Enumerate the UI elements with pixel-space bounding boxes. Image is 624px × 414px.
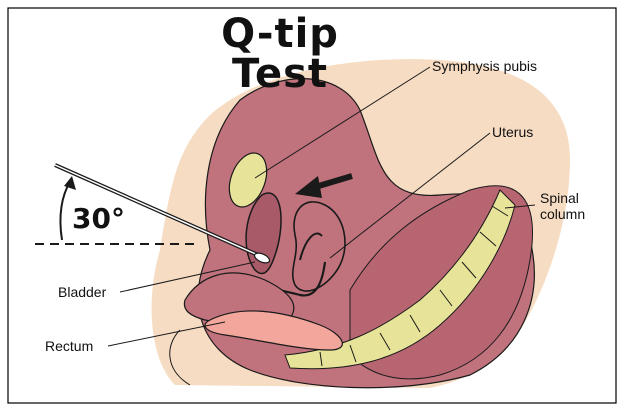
label-symphysis-pubis: Symphysis pubis	[432, 58, 537, 74]
label-bladder: Bladder	[58, 284, 106, 300]
label-spinal-line-1: Spinal	[540, 190, 585, 206]
label-spinal-line-2: column	[540, 206, 585, 222]
diagram-title: Q-tip Test	[170, 14, 390, 94]
label-uterus: Uterus	[492, 124, 533, 140]
label-spinal-column: Spinal column	[540, 190, 585, 222]
angle-label: 30°	[72, 205, 125, 233]
angle-arc	[60, 182, 70, 240]
label-rectum: Rectum	[45, 338, 93, 354]
